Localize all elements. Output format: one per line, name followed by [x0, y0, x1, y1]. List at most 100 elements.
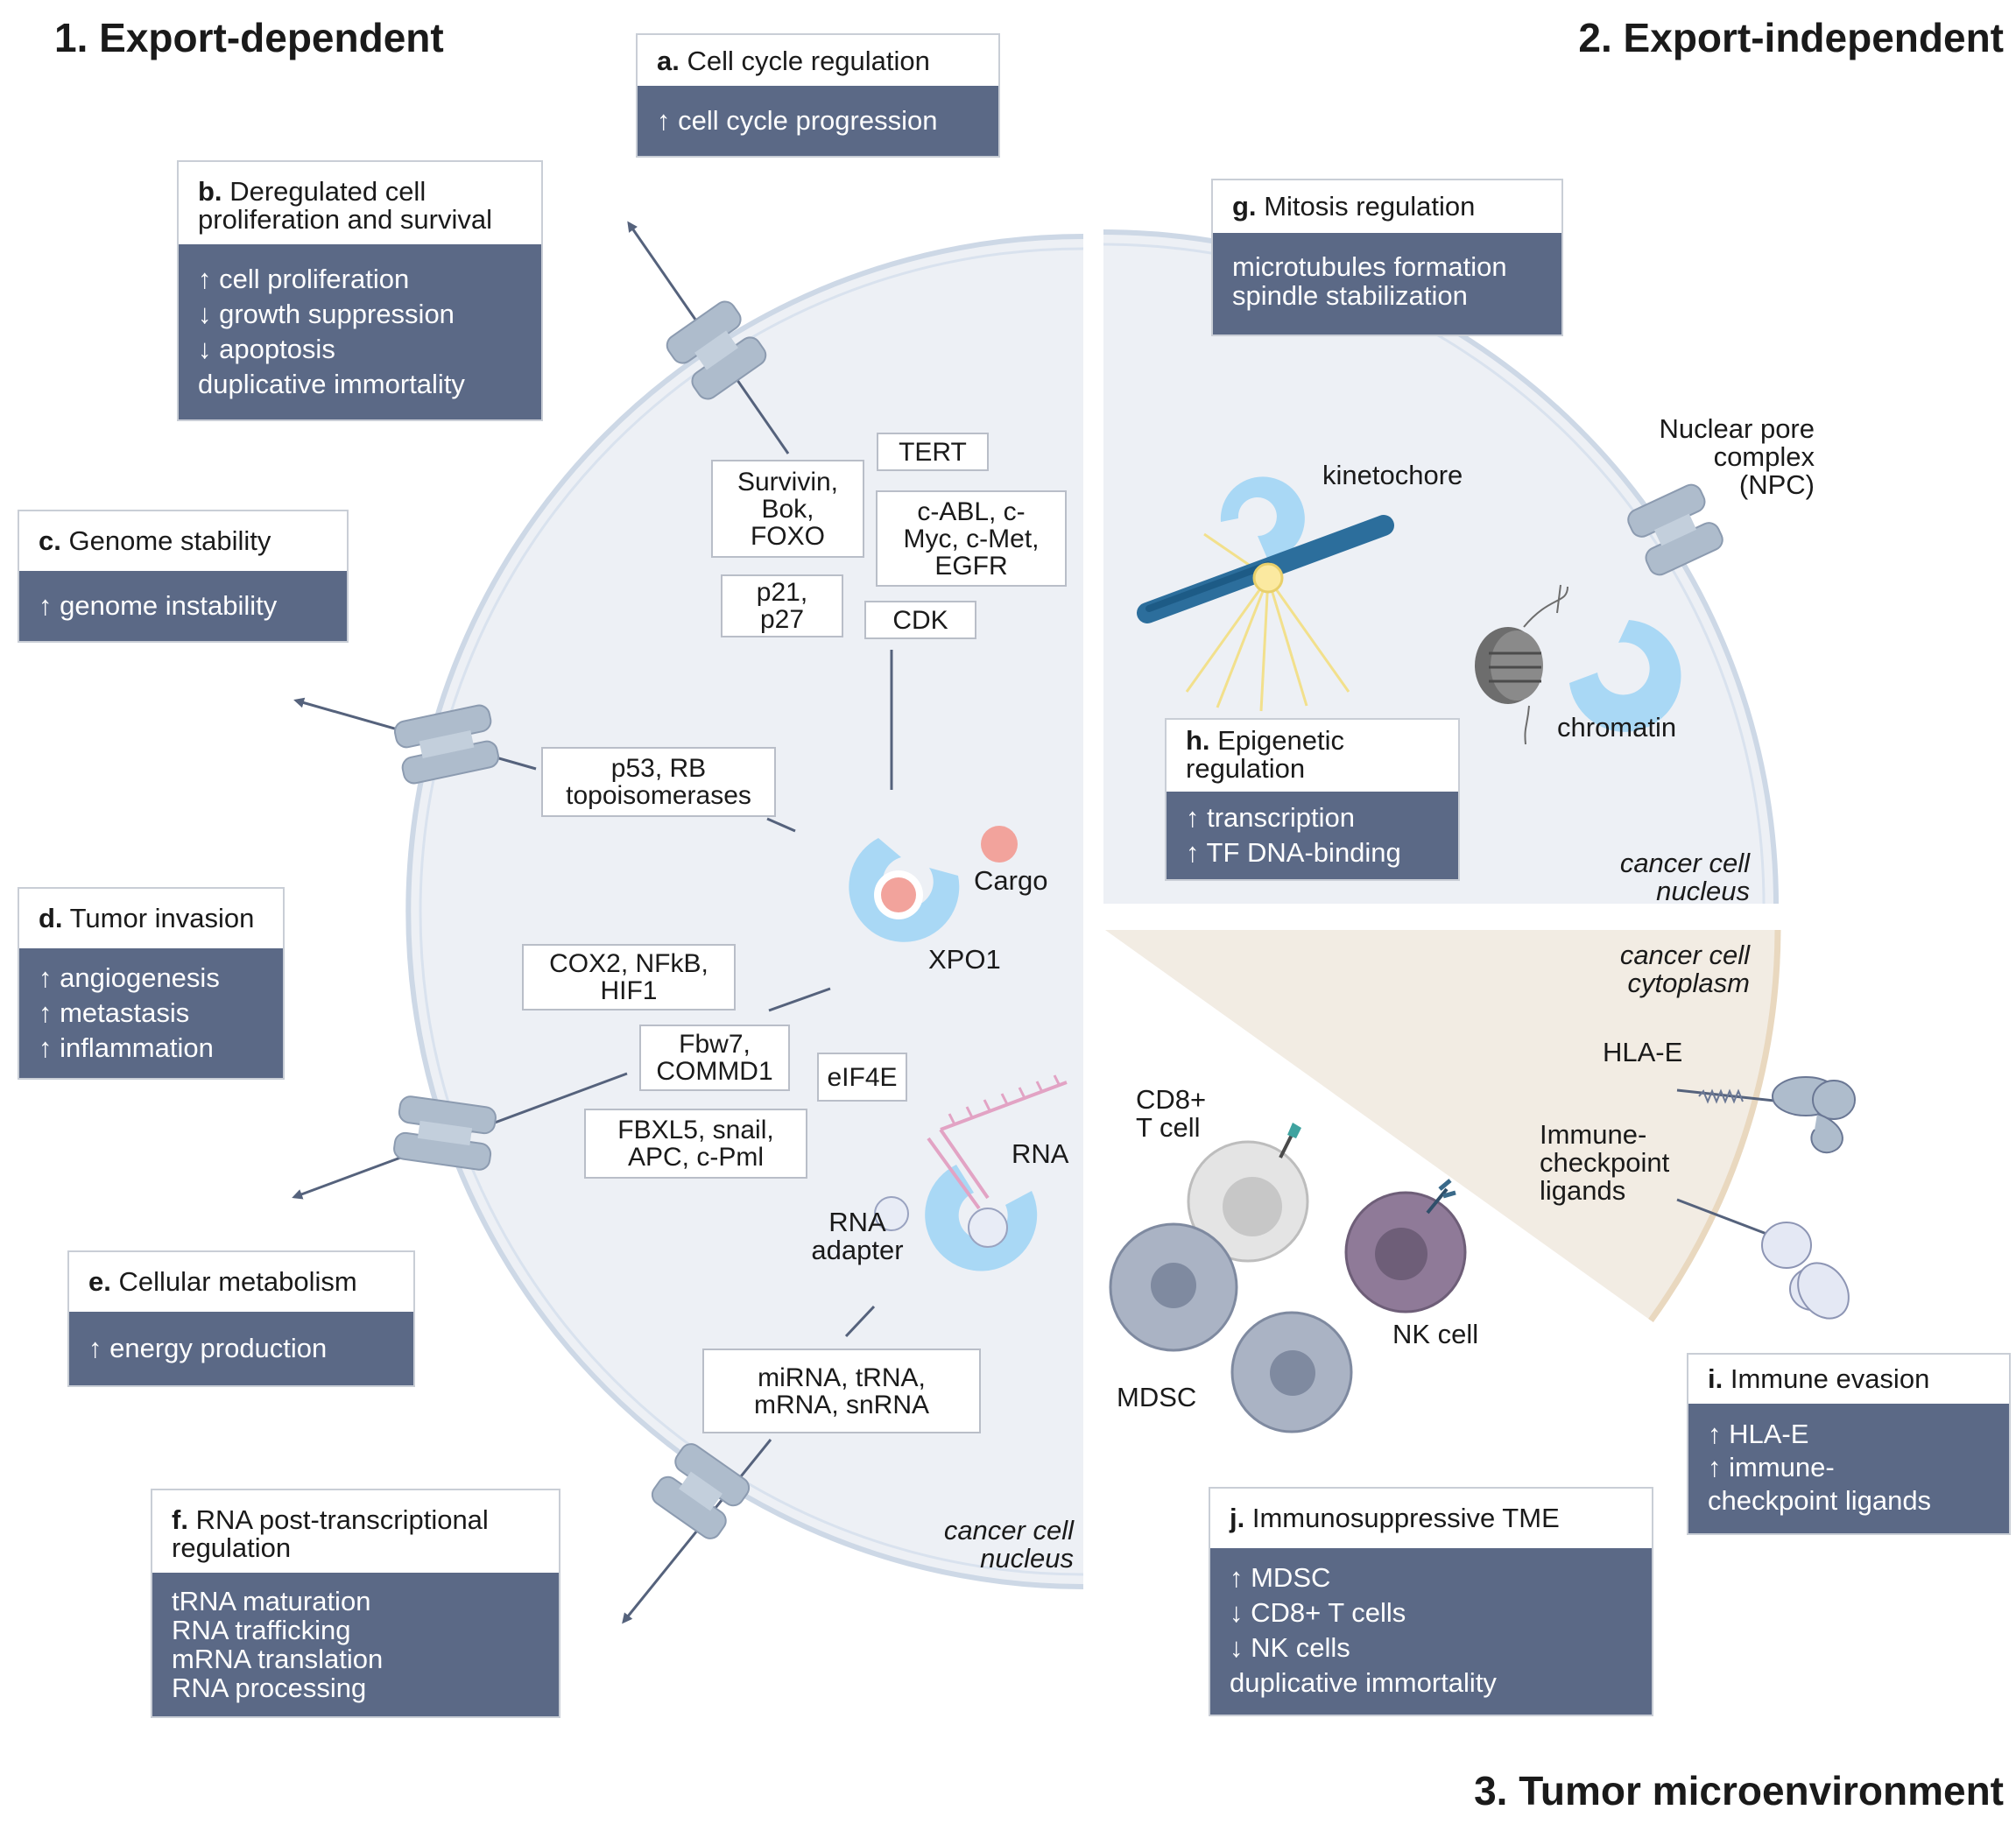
box-line: ↑ cell proliferation [198, 264, 410, 294]
mdsc-cell-icon [1230, 1311, 1353, 1433]
box-title-continued: regulation [1186, 753, 1306, 784]
box-line: ↑ HLA-E [1708, 1419, 1809, 1449]
box-line: ↑ immune- [1708, 1452, 1835, 1482]
box-line: ↑ energy production [88, 1333, 328, 1363]
box-letter: b. [198, 176, 222, 207]
box-letter: c. [39, 525, 61, 556]
box-immunosuppressive-tme: j. Immunosuppressive TME ↑ MDSC ↓ CD8+ T… [1209, 1487, 1653, 1716]
cargo-tag-tert: TERT [877, 433, 989, 471]
box-line: ↑ MDSC [1230, 1562, 1331, 1593]
immune-checkpoint-label: Immune- checkpoint ligands [1540, 1119, 1670, 1206]
rna-adapter-label: RNA adapter [811, 1207, 904, 1265]
box-letter: j. [1230, 1503, 1245, 1533]
box-line: ↓ NK cells [1230, 1632, 1350, 1663]
box-title: Deregulated cell [229, 176, 426, 207]
heading-export-dependent: 1. Export-dependent [54, 15, 444, 60]
box-letter: i. [1708, 1363, 1723, 1394]
box-line: ↑ TF DNA-binding [1186, 837, 1401, 868]
box-letter: f. [172, 1504, 188, 1535]
cargo-tag-p53: p53, RB topoisomerases [541, 747, 776, 817]
mdsc-cell-icon [1109, 1222, 1238, 1352]
nuclear-pore-icon [666, 300, 767, 400]
cytoplasm-label: cancer cell cytoplasm [1619, 940, 1750, 998]
box-line: ↑ angiogenesis [39, 962, 220, 993]
box-line: ↑ genome instability [39, 590, 278, 621]
box-line: spindle stabilization [1232, 280, 1468, 311]
cytoplasm-wedge [1105, 929, 1781, 1323]
cargo-tag-cox2: COX2, NFkB, HIF1 [522, 944, 736, 1011]
rna-export-icon [925, 1074, 1068, 1271]
cargo-tag-fbw7: Fbw7, COMMD1 [639, 1025, 790, 1091]
cd8-t-cell-icon [1187, 1123, 1309, 1263]
rna-adapter-icon [874, 1196, 909, 1231]
box-line: duplicative immortality [198, 369, 465, 399]
box-title: Epigenetic [1217, 725, 1344, 756]
box-line: ↑ inflammation [39, 1032, 214, 1063]
cargo-tag-cabl: c-ABL, c- Myc, c-Met, EGFR [876, 490, 1067, 587]
heading-tumor-microenvironment: 3. Tumor microenvironment [1474, 1768, 2004, 1813]
immune-checkpoint-ligand-icon [1676, 1198, 1850, 1320]
box-tumor-invasion: d. Tumor invasion ↑ angiogenesis ↑ metas… [18, 887, 285, 1080]
box-letter: e. [88, 1266, 111, 1297]
cargo-tag-cdk: CDK [864, 601, 976, 639]
box-cellular-metabolism: e. Cellular metabolism ↑ energy producti… [67, 1250, 415, 1387]
box-title: Immunosuppressive TME [1251, 1503, 1560, 1533]
box-title: Mitosis regulation [1264, 191, 1476, 222]
connector-lines [766, 650, 893, 1338]
box-title-continued: regulation [172, 1532, 292, 1563]
kinetochore-icon [1137, 476, 1394, 712]
nuclear-pore-icon [1627, 483, 1723, 576]
box-letter: a. [657, 46, 680, 76]
kinetochore-label: kinetochore [1322, 460, 1463, 490]
cargo-tag-mirna: miRNA, tRNA, mRNA, snRNA [702, 1349, 981, 1433]
box-title: Cellular metabolism [118, 1266, 357, 1297]
cargo-tag-p21: p21, p27 [721, 574, 843, 637]
chromatin-icon [1475, 584, 1681, 745]
box-genome-stability: c. Genome stability ↑ genome instability [18, 510, 349, 643]
nuclear-pore-icon [393, 1095, 497, 1171]
box-letter: h. [1186, 725, 1210, 756]
rna-label: RNA [1012, 1138, 1069, 1169]
box-mitosis-regulation: g. Mitosis regulation microtubules forma… [1211, 179, 1563, 336]
cargo-tag-survivin: Survivin, Bok, FOXO [711, 460, 864, 558]
box-title: Cell cycle regulation [687, 46, 930, 76]
box-line: checkpoint ligands [1708, 1485, 1932, 1516]
hla-e-icon [1676, 1076, 1856, 1154]
cd8-t-cell-label: CD8+ T cell [1136, 1084, 1207, 1143]
box-cell-cycle-regulation: a. Cell cycle regulation ↑ cell cycle pr… [636, 33, 1000, 158]
nucleus-left-label: cancer cell nucleus [943, 1515, 1074, 1574]
npc-label: Nuclear pore complex (NPC) [1659, 413, 1815, 500]
cargo-tag-fbxl5: FBXL5, snail, APC, c-Pml [584, 1109, 807, 1179]
nk-cell-icon [1344, 1179, 1467, 1313]
box-line: ↓ apoptosis [198, 334, 335, 364]
box-line: mRNA translation [172, 1644, 384, 1674]
heading-export-independent: 2. Export-independent [1578, 15, 2004, 60]
box-line: tRNA maturation [172, 1586, 371, 1616]
box-line: RNA processing [172, 1673, 367, 1703]
nucleus-right-label: cancer cell nucleus [1619, 848, 1750, 906]
box-line: ↓ growth suppression [198, 299, 455, 329]
cargo-label: Cargo [974, 865, 1048, 896]
box-title: RNA post-transcriptional [195, 1504, 489, 1535]
nuclear-pore-icon [651, 1443, 751, 1539]
box-title: Genome stability [68, 525, 271, 556]
cargo-icon [981, 826, 1018, 863]
box-letter: d. [39, 903, 63, 933]
cargo-tag-eif4e: eIF4E [817, 1053, 907, 1102]
box-title-continued: proliferation and survival [198, 204, 493, 235]
box-letter: g. [1232, 191, 1257, 222]
box-line: ↑ metastasis [39, 997, 190, 1028]
box-line: duplicative immortality [1230, 1667, 1497, 1698]
xpo1-label: XPO1 [928, 944, 1001, 975]
box-line: microtubules formation [1232, 251, 1507, 282]
hla-e-label: HLA-E [1603, 1037, 1683, 1067]
box-title: Immune evasion [1730, 1363, 1930, 1394]
nk-cell-label: NK cell [1392, 1319, 1479, 1349]
box-line: ↑ transcription [1186, 802, 1355, 833]
xpo1-icon [849, 838, 960, 942]
box-line: ↑ cell cycle progression [657, 105, 938, 136]
